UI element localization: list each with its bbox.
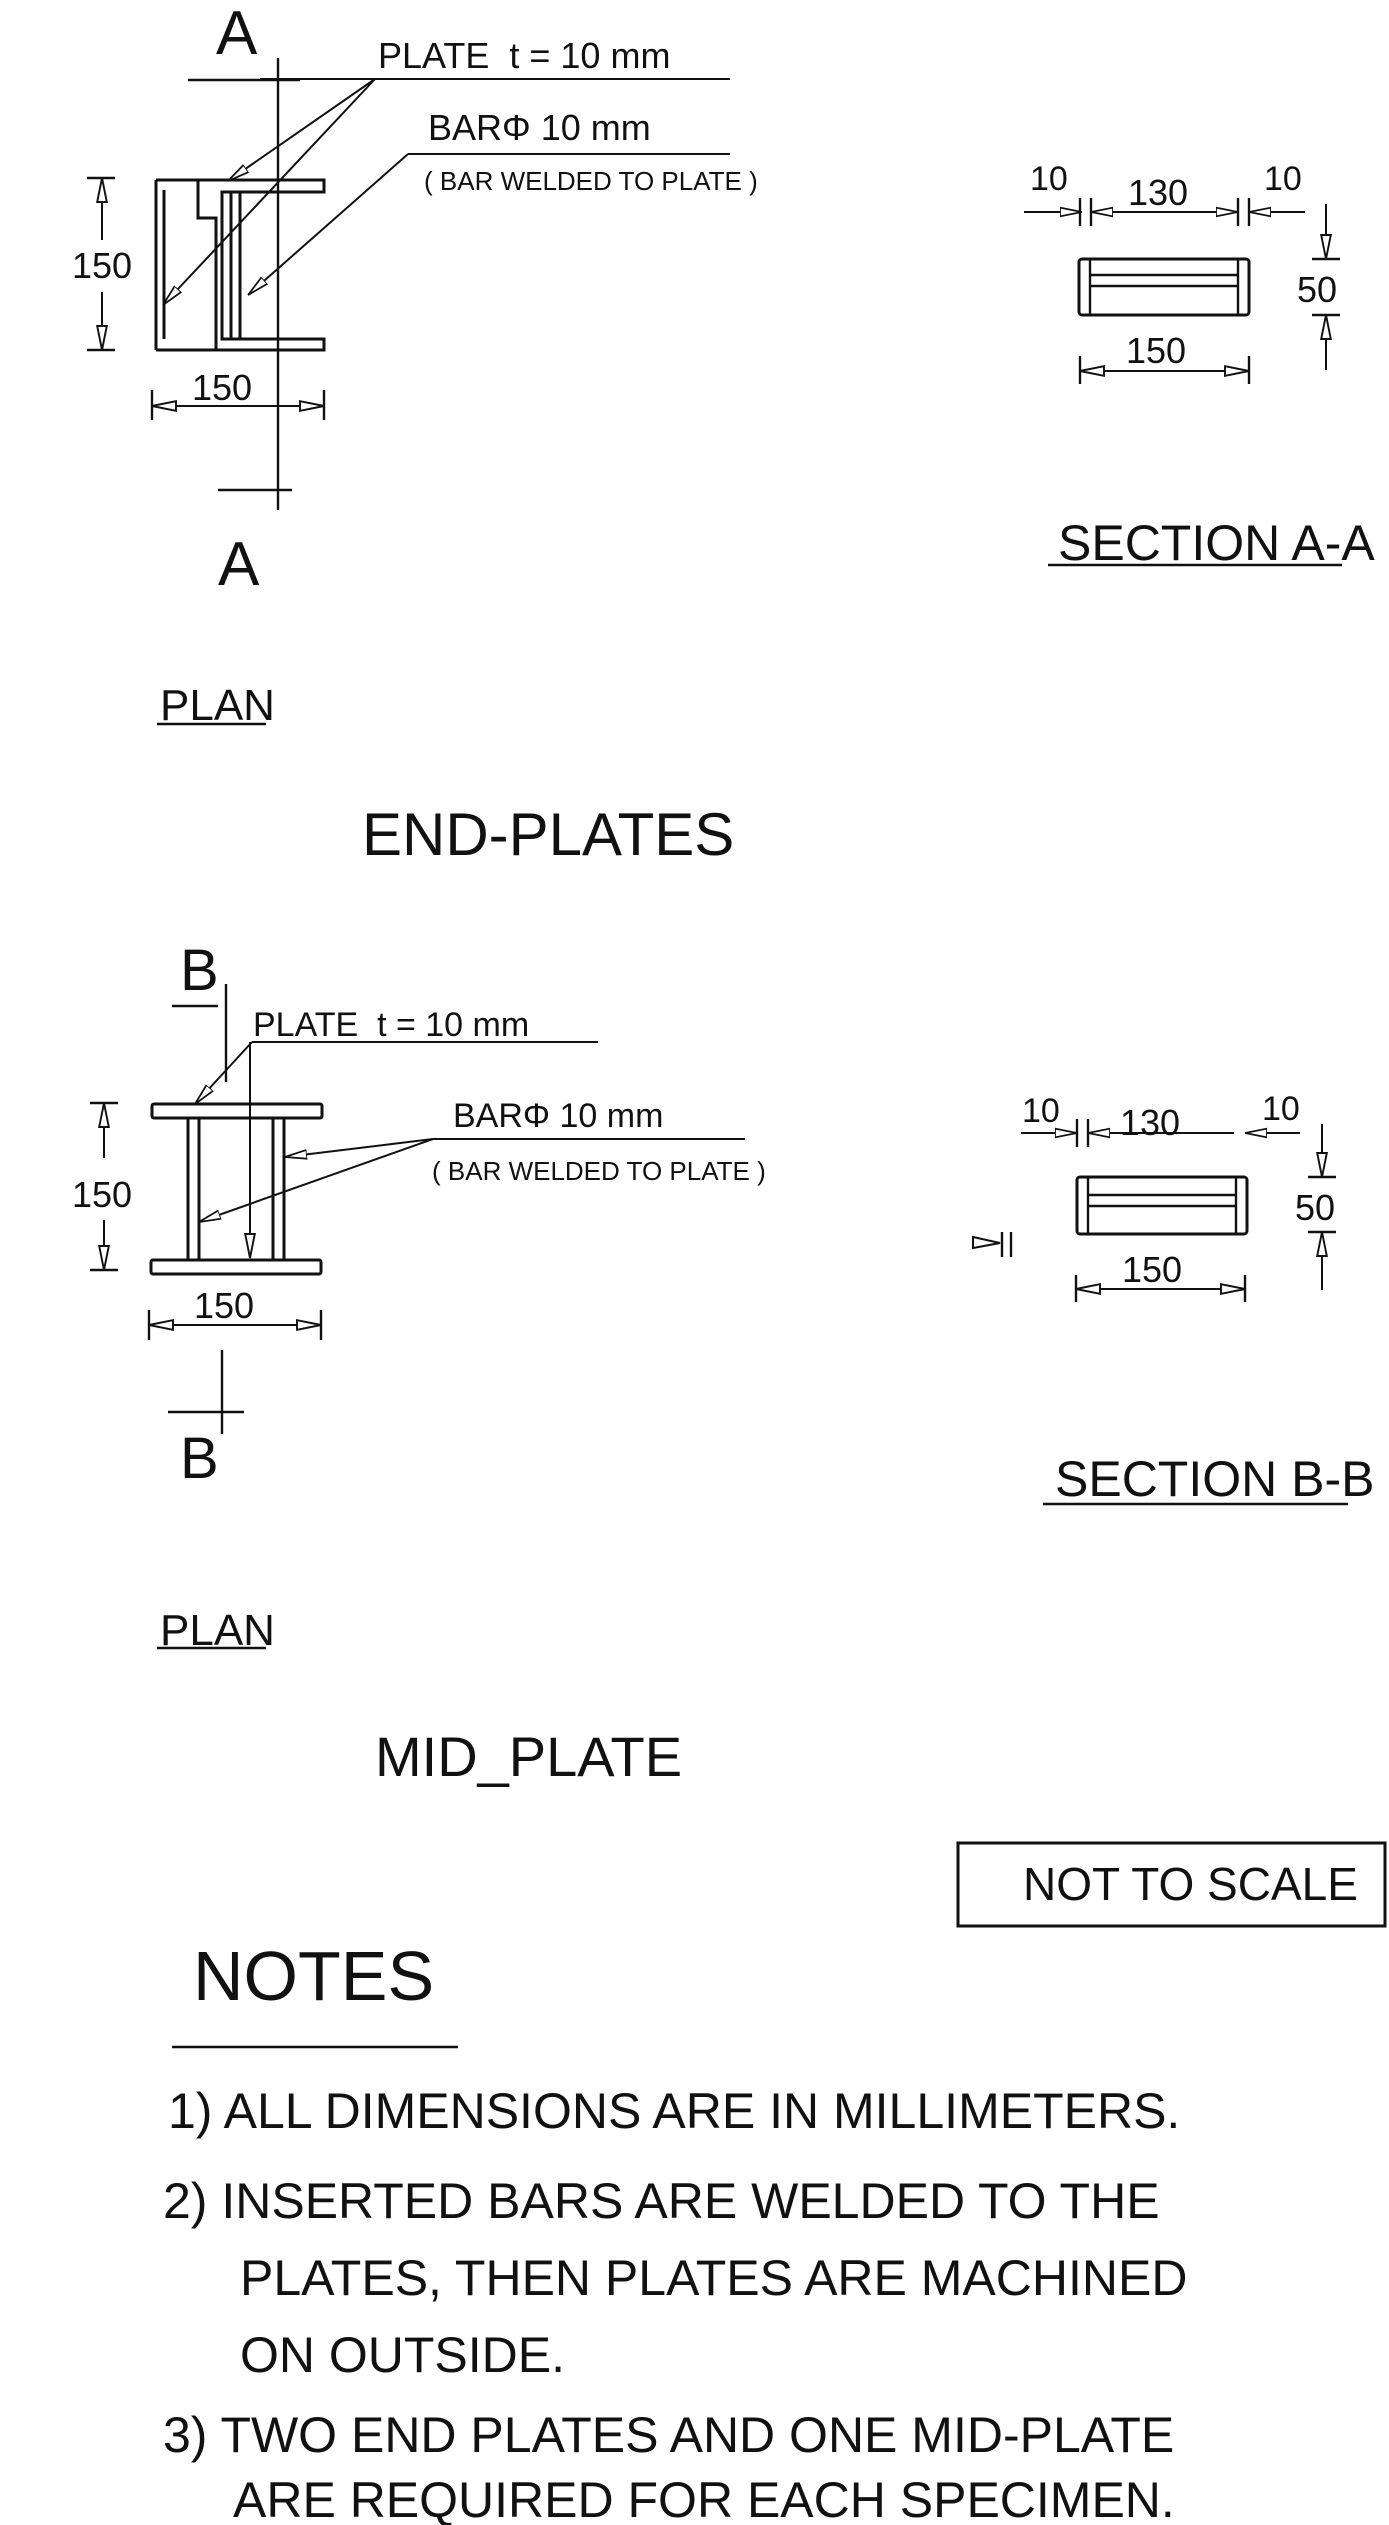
section-b-b-label: SECTION B-B — [1055, 1451, 1374, 1507]
end-plate-outline — [196, 178, 326, 352]
dim-plan-width: 150 — [192, 367, 252, 408]
dim-section-b-left: 10 — [1022, 1092, 1060, 1130]
end-plate-plan-label: PLAN — [160, 681, 275, 730]
mid-plate-plan-view: B PLATE t = 10 mm BARΦ 10 mm ( BAR WELDE… — [72, 938, 766, 1491]
section-a-a-label: SECTION A-A — [1058, 515, 1375, 571]
mid-plate-thickness-note: PLATE t = 10 mm — [253, 1006, 529, 1044]
section-b-b-view: 10 130 10 50 150 SECTION B-B — [972, 1090, 1374, 1507]
dim-plan-height: 150 — [72, 245, 132, 286]
dim-section-a-right: 10 — [1264, 160, 1302, 198]
dim-section-b-width: 150 — [1122, 1249, 1182, 1290]
dim-section-a-left: 10 — [1030, 160, 1068, 198]
dim-section-a-mid: 130 — [1128, 172, 1188, 213]
note-2-line-3: ON OUTSIDE. — [240, 2327, 565, 2383]
dim-section-b-mid: 130 — [1120, 1102, 1180, 1143]
mid-bar-welded-note: ( BAR WELDED TO PLATE ) — [432, 1156, 766, 1186]
mid-plate-title: MID_PLATE — [375, 1725, 682, 1788]
section-a-a-view: 10 130 10 50 150 SECTION A-A — [1024, 160, 1375, 571]
mid-bar-diameter-note: BARΦ 10 mm — [453, 1097, 663, 1135]
plate-leader-left — [163, 78, 376, 305]
note-2-line-2: PLATES, THEN PLATES ARE MACHINED — [240, 2250, 1187, 2306]
note-3-line-1: 3) TWO END PLATES AND ONE MID-PLATE — [163, 2407, 1174, 2463]
end-plates-title: END-PLATES — [362, 801, 734, 868]
section-marker-b-bottom: B — [180, 1426, 219, 1491]
dim-section-a-width: 150 — [1126, 330, 1186, 371]
dim-section-b-right: 10 — [1262, 1090, 1300, 1128]
notes-title: NOTES — [193, 1937, 434, 2015]
section-marker-a-bottom: A — [218, 530, 260, 599]
dim-mid-plan-width: 150 — [194, 1285, 254, 1326]
bar-welded-note: ( BAR WELDED TO PLATE ) — [424, 166, 758, 196]
end-plate-plan-view: A PLATE t = 10 mm BARΦ 10 mm ( BAR WELDE… — [72, 0, 758, 599]
bar-leader — [248, 153, 409, 295]
plate-thickness-note: PLATE t = 10 mm — [378, 35, 670, 76]
mid-plate-top-flange — [150, 1102, 324, 1120]
dim-mid-plan-height: 150 — [72, 1174, 132, 1215]
section-marker-a-top: A — [216, 0, 258, 68]
dim-section-a-height: 50 — [1297, 269, 1337, 310]
section-marker-b-top: B — [180, 938, 219, 1003]
not-to-scale-label: NOT TO SCALE — [1023, 1858, 1358, 1910]
plate-leader-top — [228, 78, 376, 182]
not-to-scale-box — [956, 1841, 1387, 1928]
note-1-line-1: 1) ALL DIMENSIONS ARE IN MILLIMETERS. — [168, 2083, 1180, 2139]
bar-diameter-note: BARΦ 10 mm — [428, 107, 651, 148]
note-3-line-2: ARE REQUIRED FOR EACH SPECIMEN. — [233, 2472, 1175, 2525]
note-2-line-1: 2) INSERTED BARS ARE WELDED TO THE — [163, 2173, 1160, 2229]
weld-symbol-icon — [972, 1232, 1013, 1257]
mid-plate-bottom-flange — [149, 1258, 323, 1276]
dim-section-b-height: 50 — [1295, 1187, 1335, 1228]
